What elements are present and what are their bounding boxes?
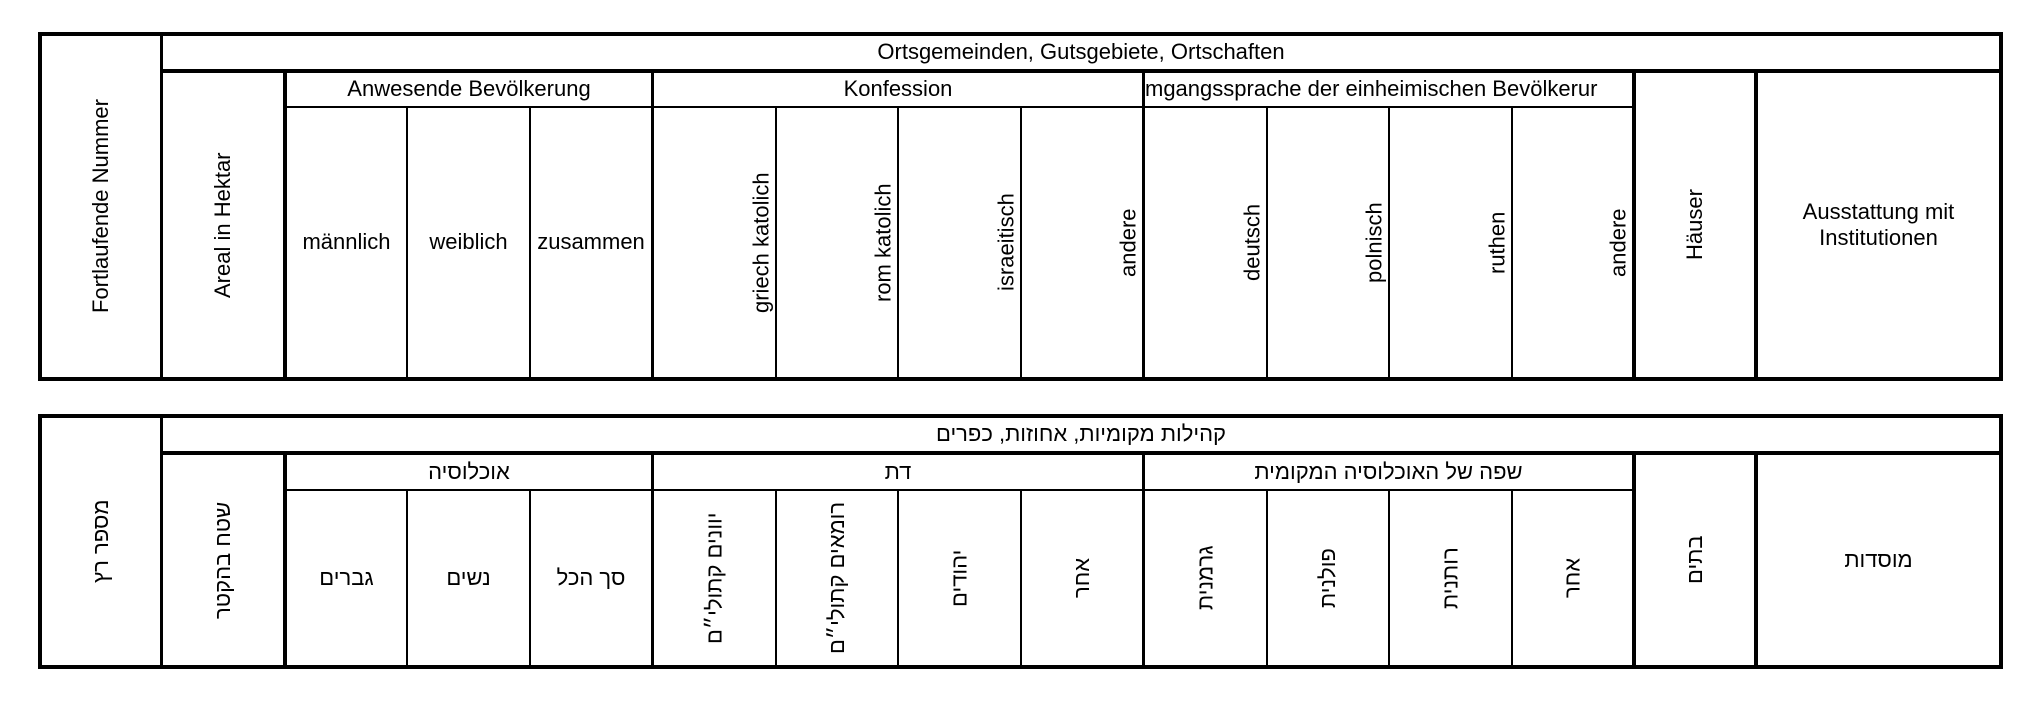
group-header-language: שפה של האוכלוסיה המקומית bbox=[1254, 458, 1523, 484]
divider bbox=[406, 490, 408, 669]
column-header-female: weiblich bbox=[429, 229, 508, 255]
column-header-roman-catholic: רומאים קתולי״ם bbox=[823, 501, 849, 655]
divider bbox=[285, 106, 1634, 108]
divider bbox=[1632, 453, 1636, 669]
column-header-area: שטח בהקטר bbox=[209, 501, 235, 619]
divider bbox=[1142, 453, 1145, 669]
divider bbox=[529, 107, 531, 381]
divider bbox=[529, 490, 531, 669]
column-header-lang-polish: פולנית bbox=[1314, 548, 1340, 608]
divider bbox=[1754, 453, 1758, 669]
column-header-male: männlich bbox=[302, 229, 391, 255]
column-header-houses: בתים bbox=[1681, 535, 1707, 585]
column-header-number: מספר רץ bbox=[87, 499, 113, 584]
column-header-lang-ruthen: רותנית bbox=[1437, 547, 1463, 609]
group-header-confession: דת bbox=[884, 458, 912, 484]
divider bbox=[1142, 71, 1145, 381]
divider bbox=[162, 69, 2003, 73]
column-header-greek-catholic: יוונים קתולי״ם bbox=[701, 512, 727, 644]
divider bbox=[651, 71, 654, 381]
divider bbox=[283, 71, 287, 381]
column-header-female: נשים bbox=[446, 564, 491, 590]
divider bbox=[651, 453, 654, 669]
column-header-lang-other: אחר bbox=[1559, 557, 1585, 599]
column-header-total: zusammen bbox=[537, 229, 645, 255]
column-header-institutions: Ausstattung mit Institutionen bbox=[1802, 198, 1955, 250]
group-header-population: Anwesende Bevölkerung bbox=[347, 76, 591, 102]
divider bbox=[1388, 490, 1390, 669]
divider bbox=[1266, 490, 1268, 669]
divider bbox=[162, 451, 2003, 455]
divider bbox=[775, 490, 777, 669]
divider bbox=[1388, 107, 1390, 381]
divider bbox=[406, 107, 408, 381]
group-header-confession: Konfession bbox=[843, 76, 953, 102]
divider bbox=[1020, 107, 1022, 381]
table-title: Ortsgemeinden, Gutsgebiete, Ortschaften bbox=[877, 39, 1285, 65]
divider bbox=[775, 107, 777, 381]
divider bbox=[1511, 490, 1513, 669]
divider bbox=[285, 489, 1634, 491]
column-header-total: סך הכל bbox=[556, 564, 626, 590]
divider bbox=[1754, 71, 1758, 381]
divider bbox=[283, 453, 287, 669]
column-header-lang-german: גרמנית bbox=[1192, 545, 1218, 611]
column-header-institutions: מוסדות bbox=[1844, 546, 1913, 572]
group-header-population: אוכלוסיה bbox=[428, 458, 510, 484]
table-title: קהילות מקומיות, אחוזות, כפרים bbox=[935, 421, 1227, 447]
group-header-language: mgangssprache der einheimischen Bevölker… bbox=[1145, 76, 1598, 102]
divider bbox=[1632, 71, 1636, 381]
divider bbox=[160, 32, 163, 381]
column-header-jewish: יהודים bbox=[946, 549, 972, 607]
column-header-confession-other: אחר bbox=[1068, 557, 1094, 599]
divider bbox=[897, 490, 899, 669]
divider bbox=[897, 107, 899, 381]
divider bbox=[1511, 107, 1513, 381]
column-header-male: גברים bbox=[319, 564, 374, 590]
divider bbox=[160, 414, 163, 669]
divider bbox=[1266, 107, 1268, 381]
divider bbox=[1020, 490, 1022, 669]
